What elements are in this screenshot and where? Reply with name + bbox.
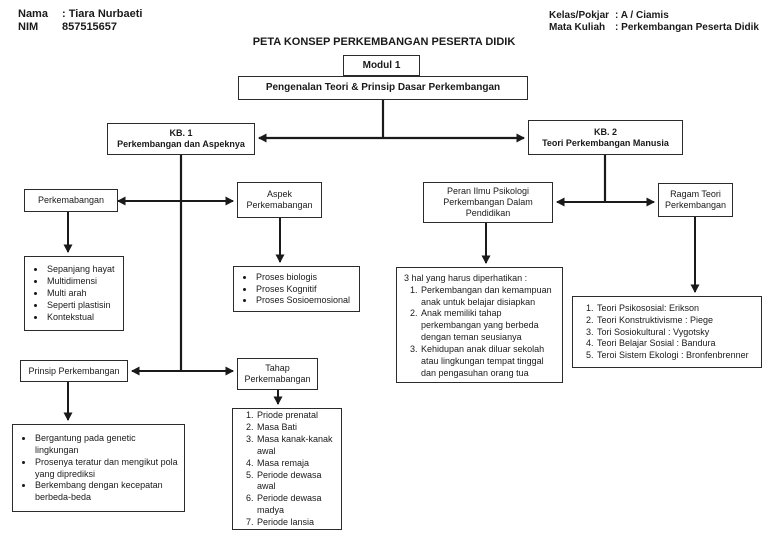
class-value: : A / Ciamis bbox=[615, 10, 669, 21]
list-proses-aspek: Proses biologis Proses Kognitif Proses S… bbox=[233, 266, 360, 312]
nim-value: 857515657 bbox=[61, 21, 118, 33]
list-item: Teori Konstruktivisme : Piege bbox=[596, 315, 755, 327]
node-kb1-title: KB. 1 bbox=[169, 128, 193, 139]
course-info: Kelas/Pokjar : A / Ciamis Mata Kuliah : … bbox=[549, 10, 759, 33]
list-item: Proses biologis bbox=[255, 272, 353, 284]
course-value: : Perkembangan Peserta Didik bbox=[615, 22, 759, 33]
list-ciri-perkembangan: Sepanjang hayat Multidimensi Multi arah … bbox=[24, 256, 124, 331]
node-kb2-subtitle: Teori Perkembangan Manusia bbox=[542, 137, 669, 148]
node-aspek-label: Aspek Perkemabangan bbox=[246, 189, 313, 210]
page-title: PETA KONSEP PERKEMBANGAN PESERTA DIDIK bbox=[252, 36, 516, 48]
list-item: Kehidupan anak diluar sekolah atau lingk… bbox=[420, 344, 556, 380]
node-perkembangan-label: Perkemabangan bbox=[37, 195, 105, 206]
list-item: Teroi Sistem Ekologi : Bronfenbrenner bbox=[596, 350, 755, 362]
node-tahap-perkembangan: Tahap Perkemabangan bbox=[237, 358, 318, 390]
node-peran-ilmu-psikologi: Peran Ilmu Psikologi Perkembangan Dalam … bbox=[423, 182, 553, 223]
list-item: Anak memiliki tahap perkembangan yang be… bbox=[420, 308, 556, 344]
node-kb1-subtitle: Perkembangan dan Aspeknya bbox=[117, 139, 245, 149]
list-item: Teori Belajar Sosial : Bandura bbox=[596, 338, 755, 350]
node-kb1: KB. 1 Perkembangan dan Aspeknya bbox=[107, 123, 255, 155]
list-item: Tori Sosiokultural : Vygotsky bbox=[596, 327, 755, 339]
list-item: Priode prenatal bbox=[256, 410, 335, 422]
node-kb2-title: KB. 2 bbox=[593, 126, 617, 137]
node-pengenalan-label: Pengenalan Teori & Prinsip Dasar Perkemb… bbox=[265, 82, 501, 93]
node-prinsip-perkembangan: Prinsip Perkembangan bbox=[20, 360, 128, 382]
list-tiga-hal: 3 hal yang harus diperhatikan : Perkemba… bbox=[396, 267, 563, 383]
node-pengenalan: Pengenalan Teori & Prinsip Dasar Perkemb… bbox=[238, 76, 528, 100]
class-label: Kelas/Pokjar bbox=[549, 10, 610, 21]
node-modul-1: Modul 1 bbox=[343, 55, 420, 76]
list-ragam-teori: Teori Psikososial: Erikson Teori Konstru… bbox=[572, 296, 762, 368]
list-item: Teori Psikososial: Erikson bbox=[596, 303, 755, 315]
list-item: Berkembang dengan kecepatan berbeda-beda bbox=[34, 480, 178, 504]
list-item: Masa remaja bbox=[256, 458, 335, 470]
list-tahap-periode: Priode prenatal Masa Bati Masa kanak-kan… bbox=[232, 408, 342, 530]
list-prinsip-detail: Bergantung pada genetic lingkungan Prose… bbox=[12, 424, 185, 512]
list-item: Masa kanak-kanak awal bbox=[256, 434, 335, 458]
node-ragam-teori: Ragam Teori Perkembangan bbox=[658, 183, 733, 217]
list-tiga-hal-header: 3 hal yang harus diperhatikan : bbox=[404, 273, 528, 283]
node-perkembangan: Perkemabangan bbox=[24, 189, 118, 212]
list-item: Periode lansia bbox=[256, 517, 335, 529]
nim-label: NIM bbox=[18, 21, 39, 33]
name-label: Nama bbox=[18, 8, 48, 20]
list-item: Seperti plastisin bbox=[46, 300, 117, 312]
node-ragam-label: Ragam Teori Perkembangan bbox=[664, 189, 727, 210]
list-item: Proses Sosioemosional bbox=[255, 295, 353, 307]
list-item: Sepanjang hayat bbox=[46, 264, 117, 276]
node-aspek-perkembangan: Aspek Perkemabangan bbox=[237, 182, 322, 218]
node-modul-1-label: Modul 1 bbox=[362, 59, 401, 71]
list-item: Multidimensi bbox=[46, 276, 117, 288]
list-item: Periode dewasa madya bbox=[256, 493, 335, 517]
list-item: Periode dewasa awal bbox=[256, 470, 335, 494]
list-item: Prosenya teratur dan mengikut pola yang … bbox=[34, 457, 178, 481]
student-identity: Nama : Tiara Nurbaeti NIM 857515657 bbox=[18, 8, 142, 33]
list-item: Masa Bati bbox=[256, 422, 335, 434]
node-kb2: KB. 2 Teori Perkembangan Manusia bbox=[528, 120, 683, 155]
node-prinsip-label: Prinsip Perkembangan bbox=[28, 365, 120, 376]
course-label: Mata Kuliah bbox=[549, 22, 606, 33]
name-value: : Tiara Nurbaeti bbox=[61, 8, 143, 20]
node-tahap-label: Tahap Perkemabangan bbox=[244, 363, 311, 384]
node-peran-label: Peran Ilmu Psikologi Perkembangan Dalam … bbox=[443, 186, 533, 218]
list-item: Multi arah bbox=[46, 288, 117, 300]
list-item: Bergantung pada genetic lingkungan bbox=[34, 433, 178, 457]
list-item: Proses Kognitif bbox=[255, 284, 353, 296]
list-item: Kontekstual bbox=[46, 312, 117, 324]
list-item: Perkembangan dan kemampuan anak untuk be… bbox=[420, 285, 556, 309]
